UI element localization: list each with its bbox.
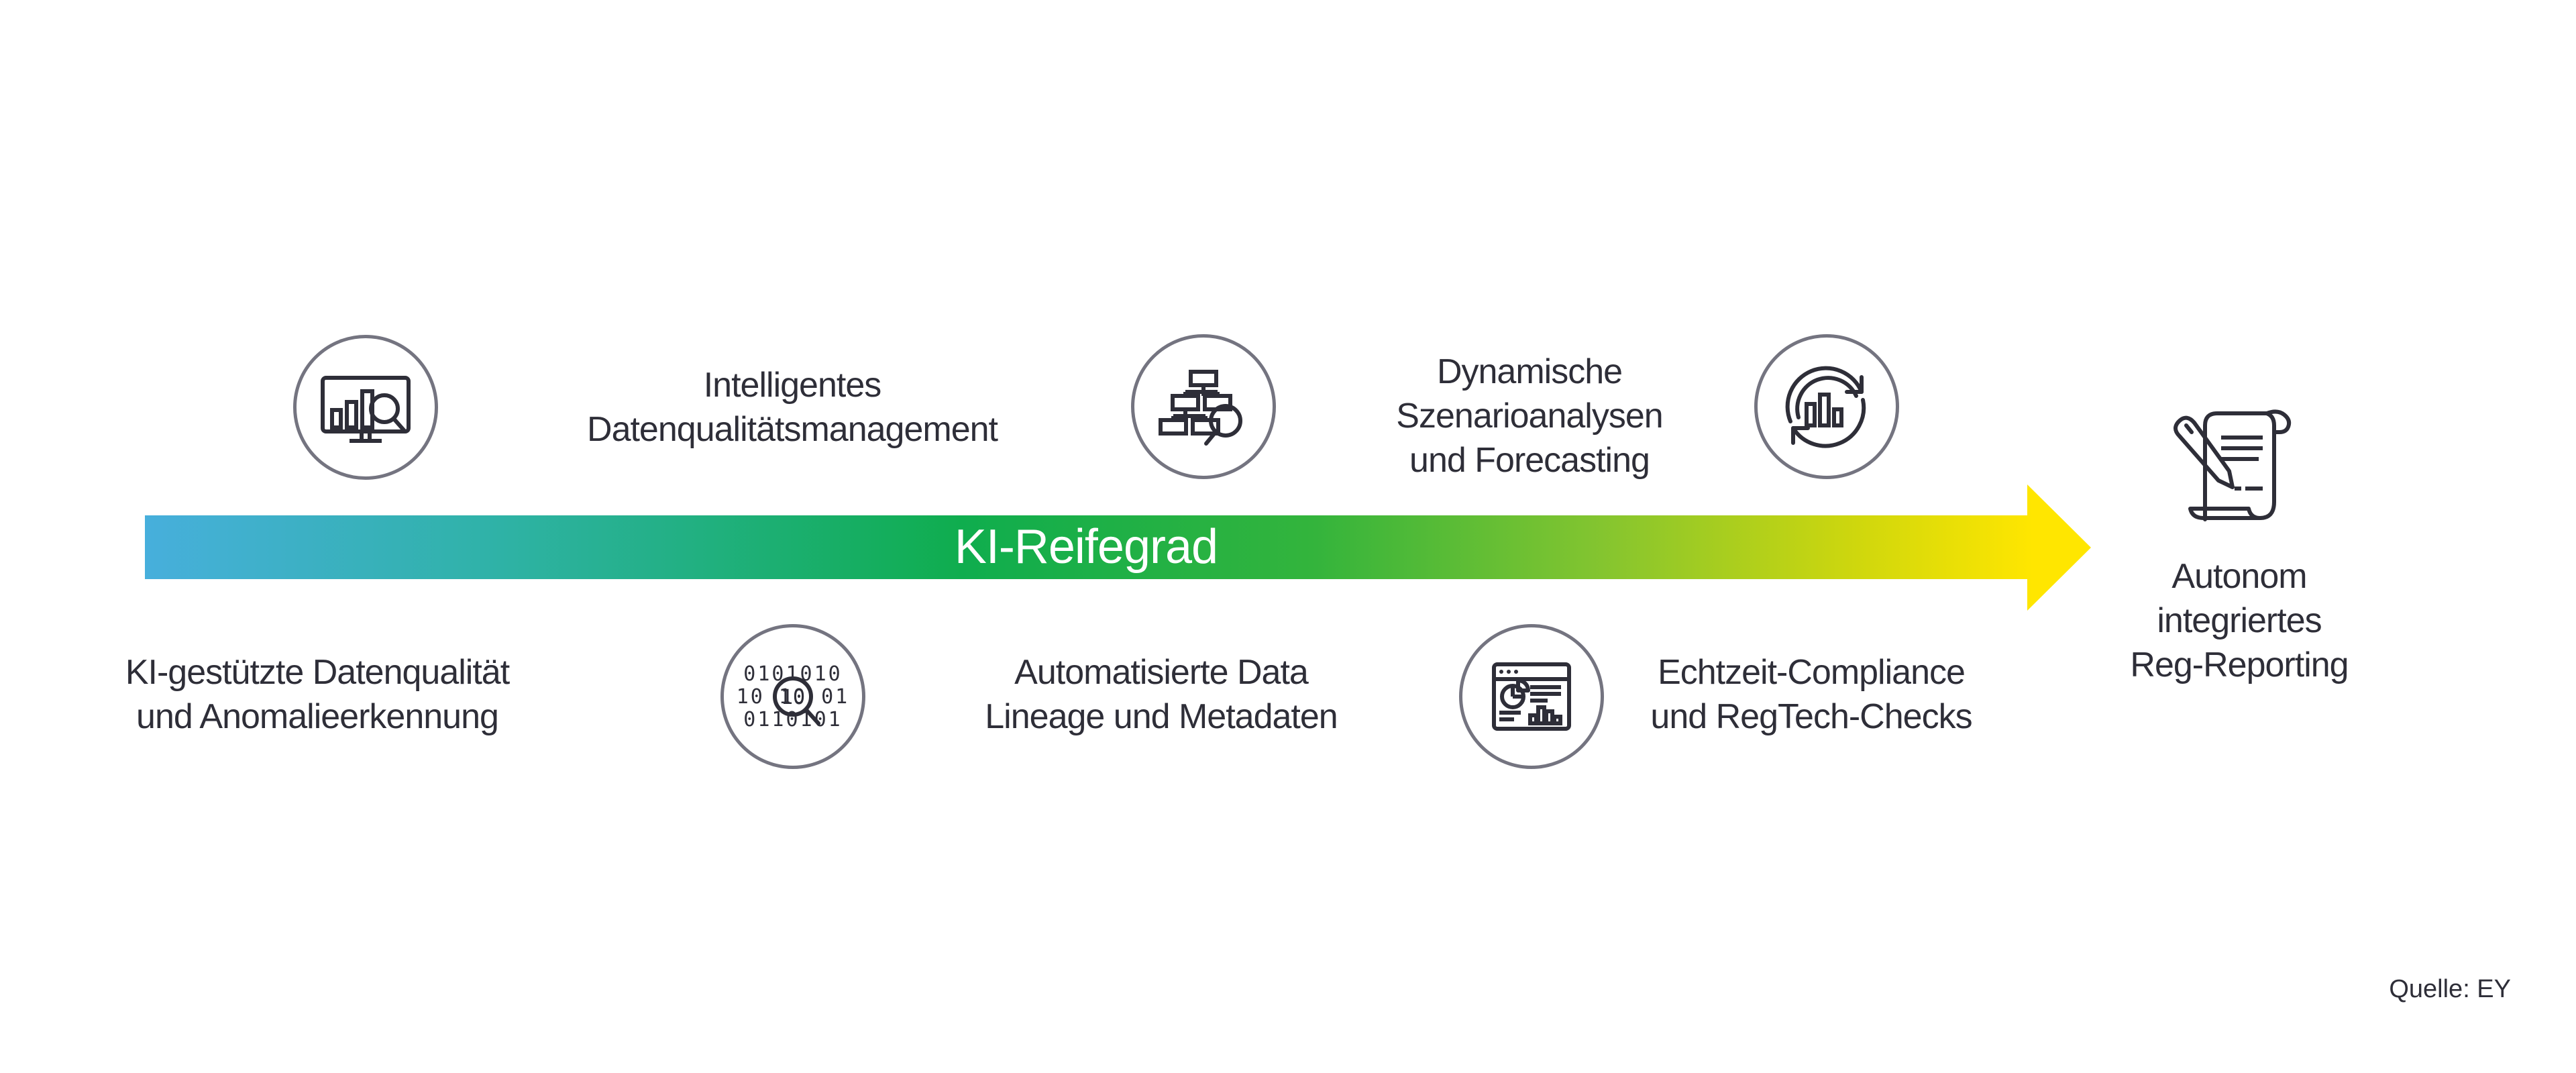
bar-chart-refresh-cycle-icon [1754,334,1899,479]
maturity-arrow [145,484,2091,611]
svg-text:0110101: 0110101 [743,708,842,731]
arrow-title: KI-Reifegrad [954,520,1218,574]
capability-label-datenqualitaetsmanagement: Intelligentes Datenqualitätsmanagement [587,366,998,449]
org-chart-magnifier-icon [1131,334,1276,479]
arrow-shape [145,484,2091,611]
endpoint-label-reg-reporting: Autonom integriertes Reg-Reporting [2130,557,2349,684]
svg-text:0101010: 0101010 [743,662,842,686]
scroll-and-pen-icon [2162,400,2310,541]
binary-code-magnifier-icon: 0101010 10 10 01 0110101 10 [720,624,865,769]
monitor-bar-chart-magnifier-icon [293,335,438,480]
source-note: Quelle: EY [2389,975,2511,1003]
dashboard-report-icon [1459,624,1604,769]
svg-text:10 10 01: 10 10 01 [737,685,850,709]
capability-label-regtech-checks: Echtzeit-Compliance und RegTech-Checks [1650,653,1972,736]
capability-label-data-lineage: Automatisierte Data Lineage und Metadate… [985,653,1338,736]
svg-text:10: 10 [781,686,805,709]
capability-label-szenarioanalysen: Dynamische Szenarioanalysen und Forecast… [1396,352,1663,480]
capability-label-anomalieerkennung: KI-gestützte Datenqualität und Anomaliee… [125,653,510,736]
